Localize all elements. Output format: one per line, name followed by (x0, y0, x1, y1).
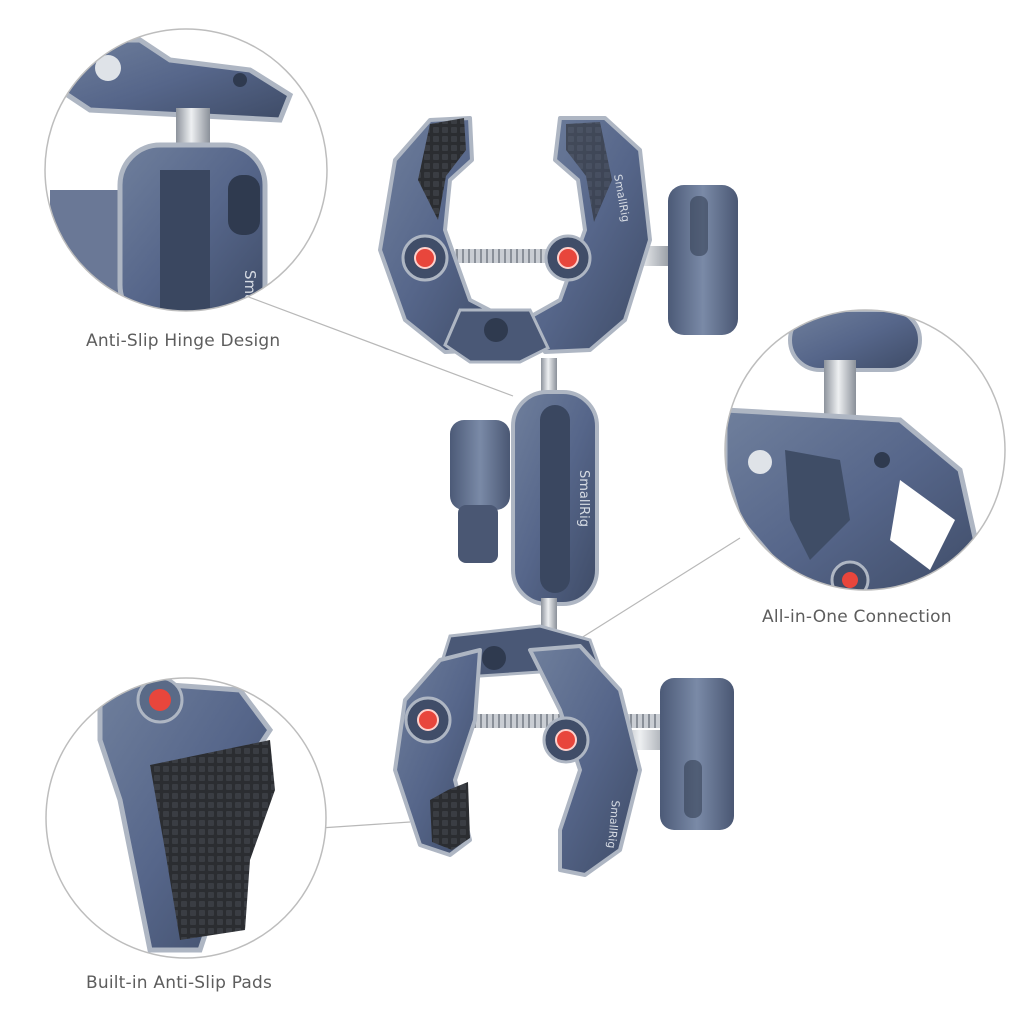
pads-leader-line (319, 821, 411, 829)
top-clamp-right-jaw: SmallRig (526, 116, 652, 354)
connection-detail-zoom (724, 309, 1006, 591)
super-clamp-double-assembly: SmallRig SmallRig (378, 116, 738, 877)
top-t-knob (668, 185, 738, 335)
middle-arm: SmallRig (450, 390, 599, 606)
top-clamp-hinge-base (443, 308, 550, 364)
top-clamp-left-jaw (378, 116, 507, 354)
hinge-zoom-ring (44, 28, 328, 312)
pads-detail-zoom (45, 677, 327, 959)
hinge-design-caption: Anti-Slip Hinge Design (86, 331, 281, 351)
bottom-clamp-left-jaw (393, 648, 482, 857)
bottom-t-knob (660, 678, 734, 830)
connection-leader-line (569, 537, 741, 646)
bottom-clamp-right-jaw: SmallRig (528, 644, 642, 877)
pads-zoom-ring (45, 677, 327, 959)
connection-zoom-ring (724, 309, 1006, 591)
all-in-one-connection-caption: All-in-One Connection (762, 607, 952, 627)
hinge-leader-line (245, 295, 514, 397)
callout-leader-lines (245, 295, 741, 829)
brand-engraving-arm: SmallRig (576, 470, 591, 527)
anti-slip-pads-caption: Built-in Anti-Slip Pads (86, 973, 273, 993)
brand-engraving-bottom: SmallRig (605, 800, 622, 849)
brand-engraving-hinge-zoom: SmallRig (241, 270, 259, 336)
hinge-detail-zoom: SmallRig (44, 28, 328, 336)
